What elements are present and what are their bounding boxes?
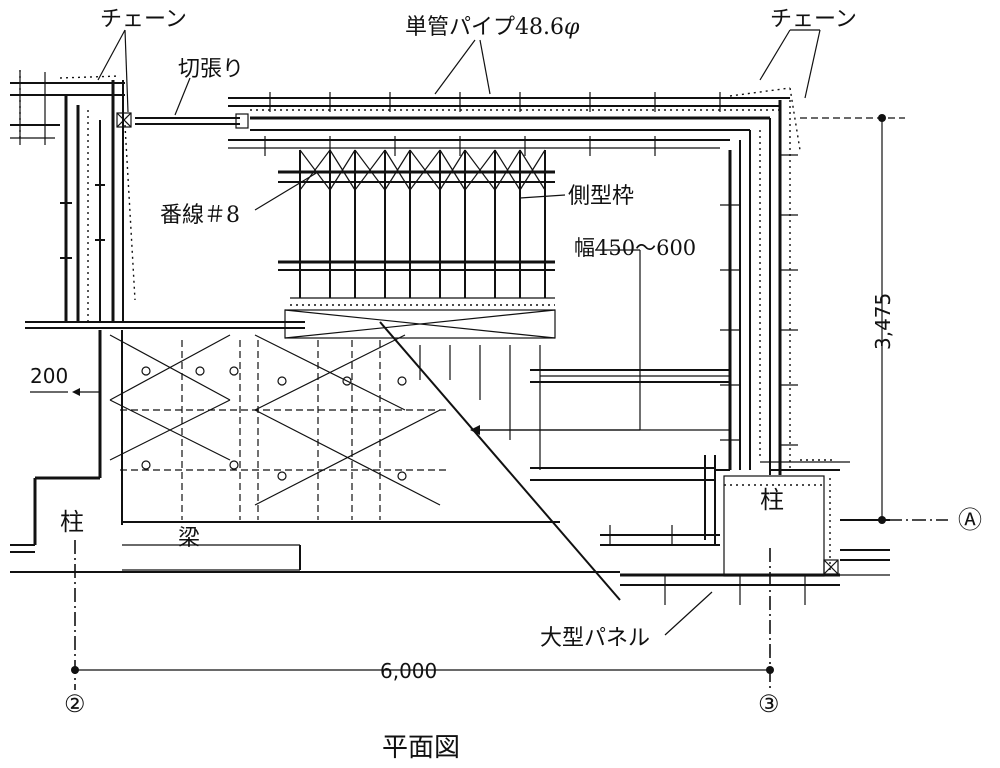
grid-marker-a: Ⓐ (958, 506, 982, 534)
label-chain-left: チェーン (100, 7, 187, 32)
leader-lines (97, 29, 821, 636)
dim-height: 3,475 (871, 293, 895, 350)
dim-offset: 200 (30, 364, 68, 388)
label-column-right: 柱 (760, 486, 784, 514)
label-kiribari: 切張り (178, 57, 244, 82)
side-form (278, 149, 555, 306)
label-wire: 番線＃8 (160, 203, 240, 228)
beam (10, 476, 620, 573)
label-large-panel: 大型パネル (540, 626, 650, 651)
top-pipe-frame (135, 87, 801, 156)
label-width: 幅450～600 (574, 236, 696, 260)
label-pipe: 単管パイプ48.6φ (405, 15, 580, 40)
dim-span: 6,000 (380, 659, 437, 683)
label-chain-right: チェーン (770, 7, 857, 32)
label-beam: 梁 (178, 526, 200, 551)
label-pipe-text: 単管パイプ48.6 (405, 15, 564, 40)
label-pipe-phi: φ (564, 15, 580, 40)
left-pipe-frame (10, 70, 136, 322)
slab-area (25, 309, 730, 601)
label-side-form: 側型枠 (568, 184, 634, 209)
grid-marker-2: ② (64, 690, 86, 718)
right-pipe-frame (715, 100, 850, 475)
right-column (600, 455, 890, 605)
grid-lines (30, 114, 948, 690)
drawing-title: 平面図 (382, 733, 460, 763)
label-column-left: 柱 (60, 508, 84, 536)
grid-marker-3: ③ (758, 690, 780, 718)
